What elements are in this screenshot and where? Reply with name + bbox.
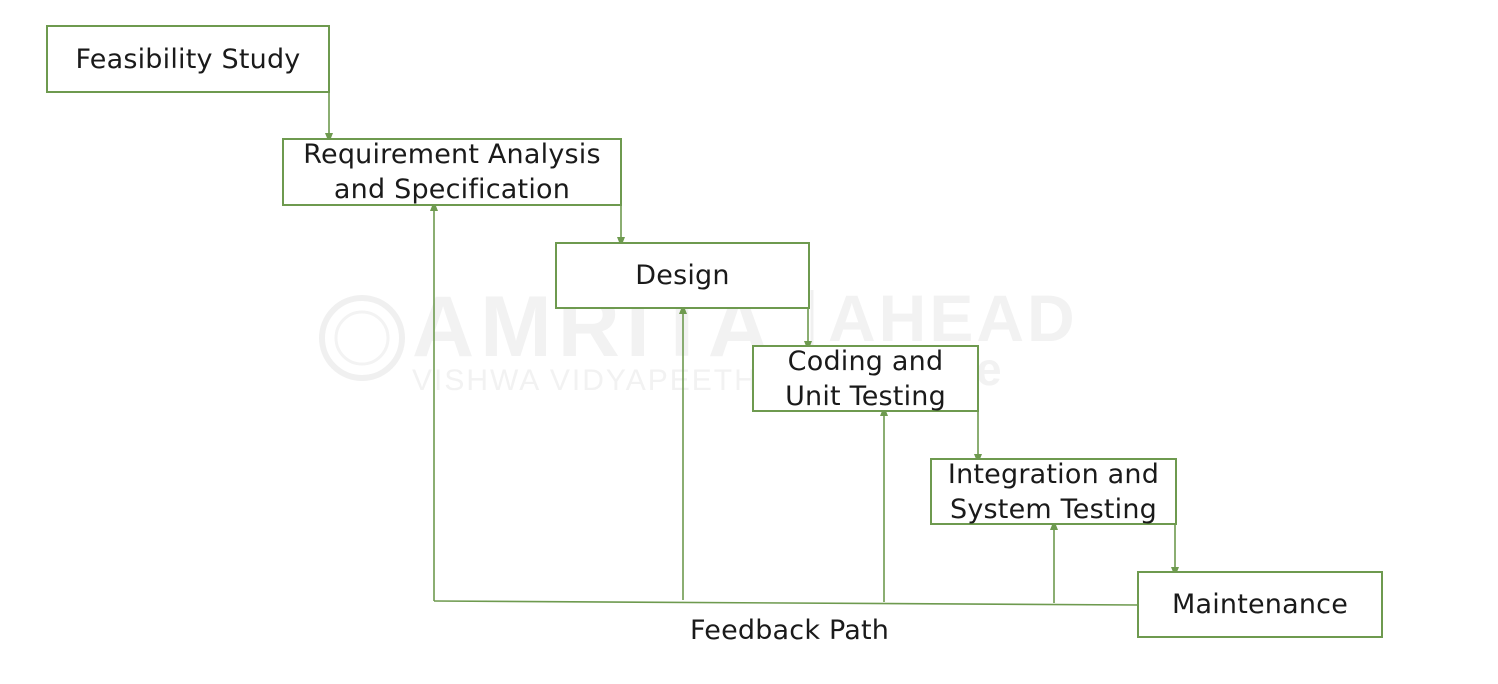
watermark-partner-suffix: e <box>976 343 1002 395</box>
feedback-path-label: Feedback Path <box>690 615 890 646</box>
watermark-sub: VISHWA VIDYAPEETHAM <box>412 364 807 397</box>
phase-requirement-analysis: Requirement Analysis and Specification <box>282 138 622 206</box>
phase-feasibility-study: Feasibility Study <box>46 25 330 93</box>
feedback-path-line <box>433 600 1139 606</box>
phase-integration-system-testing: Integration and System Testing <box>930 458 1177 525</box>
phase-maintenance: Maintenance <box>1137 571 1383 638</box>
phase-design: Design <box>555 242 810 309</box>
watermark-partner: AHEAD <box>828 281 1078 355</box>
phase-coding-unit-testing: Coding and Unit Testing <box>752 345 979 412</box>
watermark-seal-icon <box>319 295 405 381</box>
